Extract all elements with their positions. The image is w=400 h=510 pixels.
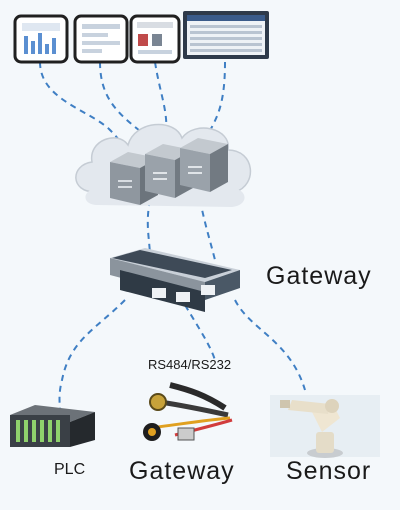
gateway-label-top: Gateway (266, 262, 372, 290)
protocol-label: RS484/RS232 (148, 357, 232, 372)
link-device2-cloud (99, 61, 146, 136)
server-cluster (110, 138, 228, 205)
phone-screen-icon (129, 14, 181, 64)
sensor-label: Sensor (286, 457, 372, 485)
link-device1-cloud (39, 61, 129, 161)
robot-arm-icon (270, 395, 380, 458)
plc-label: PLC (54, 461, 86, 478)
link-gateway-cable (184, 304, 216, 361)
plc-rack-icon (10, 405, 95, 447)
phone-screen-icon (73, 14, 129, 64)
link-gateway-plc (58, 299, 126, 411)
tablet-screen-icon (183, 11, 269, 59)
phone-screen-icon (13, 14, 69, 64)
link-cloud-gateway-right (199, 199, 216, 261)
link-cloud-gateway-left (146, 199, 151, 259)
link-device4-cloud (204, 61, 226, 141)
link-gateway-sensor (234, 299, 306, 391)
cable-connector-icon (143, 382, 233, 441)
client-devices (13, 11, 269, 64)
gateway-device-icon (110, 248, 240, 312)
server-icon (180, 138, 228, 192)
gateway-label-bottom: Gateway (129, 457, 235, 485)
